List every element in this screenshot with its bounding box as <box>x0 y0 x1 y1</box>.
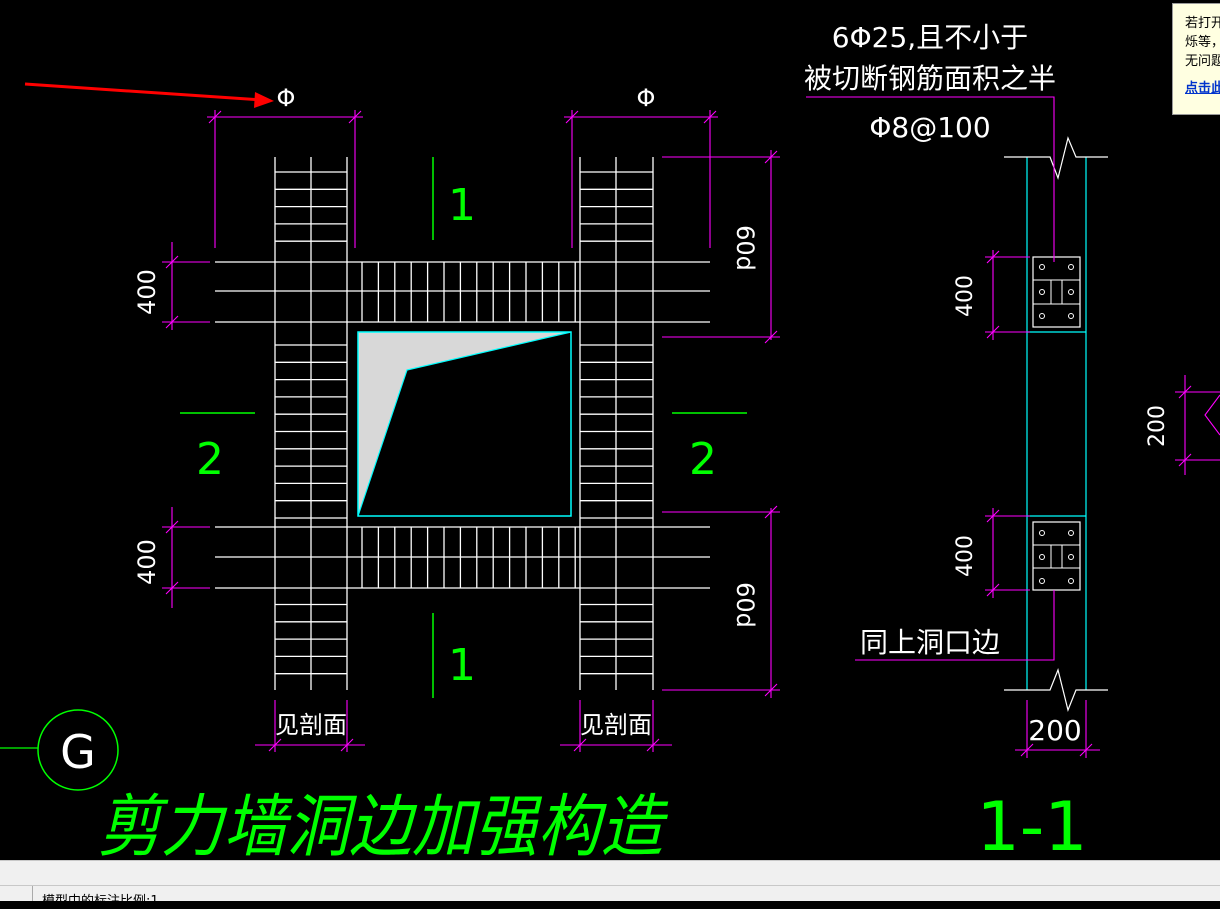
note-rebar-line2: 被切断钢筋面积之半 <box>804 62 1056 95</box>
dim-60d-top: 60d <box>731 225 759 271</box>
bar-symbol-left: Φ <box>277 84 296 112</box>
dim-400-section-top: 400 <box>953 275 978 317</box>
grid-axis-label: G <box>60 725 96 779</box>
right-vertical-rebar <box>579 157 654 690</box>
note-stirrup: Φ8@100 <box>869 111 990 144</box>
section-1-1 <box>806 96 1220 758</box>
section-mark-1-top: 1 <box>448 180 476 231</box>
bottom-horizontal-rebar <box>215 526 710 589</box>
see-section-right: 见剖面 <box>580 711 652 739</box>
dim-60d-bottom: 60d <box>731 582 759 628</box>
drawing-texts: Φ Φ 1 1 2 2 400 400 60d 60d 见剖面 见剖面 G 6Φ… <box>60 21 1170 860</box>
top-horizontal-rebar <box>215 261 710 323</box>
grid-axis-marker <box>0 709 119 791</box>
dim-400-left-top: 400 <box>133 269 161 315</box>
status-grip <box>32 886 33 901</box>
drawing-title: 剪力墙洞边加强构造 <box>98 788 669 860</box>
bar-symbol-right: Φ <box>637 84 656 112</box>
warning-tooltip: 若打开 烁等， 无问题 点击此 <box>1172 3 1220 115</box>
wall-opening <box>357 331 572 517</box>
cad-drawing-canvas[interactable]: Φ Φ 1 1 2 2 400 400 60d 60d 见剖面 见剖面 G 6Φ… <box>0 0 1220 860</box>
dim-400-left-bottom: 400 <box>133 539 161 585</box>
status-bar: 模型中的标注比例:1 <box>0 860 1220 909</box>
section-mark-1-bottom: 1 <box>448 640 476 691</box>
dim-200-section-width: 200 <box>1028 714 1081 747</box>
dimension-lines <box>162 110 780 752</box>
see-section-left: 见剖面 <box>275 711 347 739</box>
section-marks <box>180 157 747 698</box>
section-mark-2-right: 2 <box>689 434 717 485</box>
tooltip-line1: 若打开 <box>1185 16 1220 31</box>
section-title: 1-1 <box>976 788 1087 860</box>
dim-200-section-side: 200 <box>1145 405 1170 447</box>
red-leader-arrow <box>24 82 274 108</box>
note-rebar-line1: 6Φ25,且不小于 <box>832 21 1028 54</box>
status-divider <box>0 885 1220 886</box>
dim-400-section-bottom: 400 <box>953 535 978 577</box>
section-mark-2-left: 2 <box>196 434 224 485</box>
left-vertical-rebar <box>274 157 348 690</box>
tooltip-link[interactable]: 点击此 <box>1185 81 1220 96</box>
note-same-edge: 同上洞口边 <box>860 626 1000 659</box>
tooltip-line2: 烁等， <box>1185 35 1220 50</box>
tooltip-line3: 无问题 <box>1185 54 1220 69</box>
